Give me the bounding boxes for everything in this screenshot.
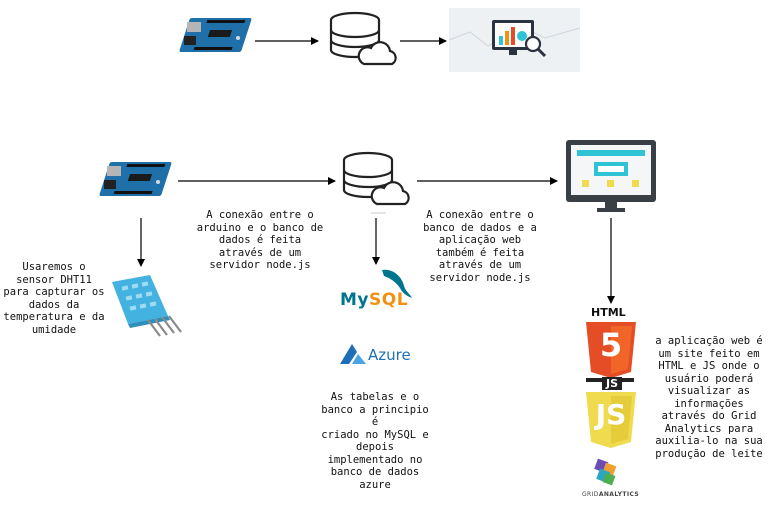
database-cloud-icon-2: [342, 151, 410, 206]
js-logo-title: JS: [602, 377, 623, 390]
database-cloud-icon: [329, 11, 397, 66]
mysql-logo: MySQL: [340, 290, 408, 310]
mysql-logo-my: My: [340, 290, 369, 310]
note-tables: As tabelas e o banco a principio é criad…: [321, 391, 429, 491]
arduino-board-icon-2: [98, 162, 172, 196]
grid-analytics-analytics: ANALYTICS: [598, 491, 640, 498]
js-logo-badge: JS: [595, 398, 627, 431]
grid-analytics-logo-text: GRIDANALYTICS: [582, 491, 639, 498]
html-logo-title: HTML: [591, 306, 626, 319]
dht11-sensor-icon: [112, 275, 182, 337]
note-db-app: A conexão entre o banco de dados e a apl…: [423, 209, 537, 284]
note-arduino-db: A conexão entre o arduino e o banco de d…: [196, 209, 324, 271]
html5-logo: [586, 322, 636, 378]
azure-logo-text: Azure: [368, 346, 411, 364]
grid-analytics-logo: [594, 458, 617, 486]
note-webapp: a aplicação web é um site feito em HTML …: [655, 335, 763, 460]
mysql-dolphin-icon: [382, 269, 412, 298]
arduino-board-icon: [178, 18, 252, 52]
grid-analytics-grid: GRID: [582, 491, 599, 498]
html5-logo-digit: 5: [599, 326, 623, 364]
note-sensor: Usaremos o sensor DHT11 para capturar os…: [3, 261, 105, 336]
monitor-icon: [566, 140, 656, 212]
dashboard-icon: [448, 8, 581, 72]
mysql-logo-sql: SQL: [369, 290, 409, 310]
azure-logo: [340, 344, 366, 364]
